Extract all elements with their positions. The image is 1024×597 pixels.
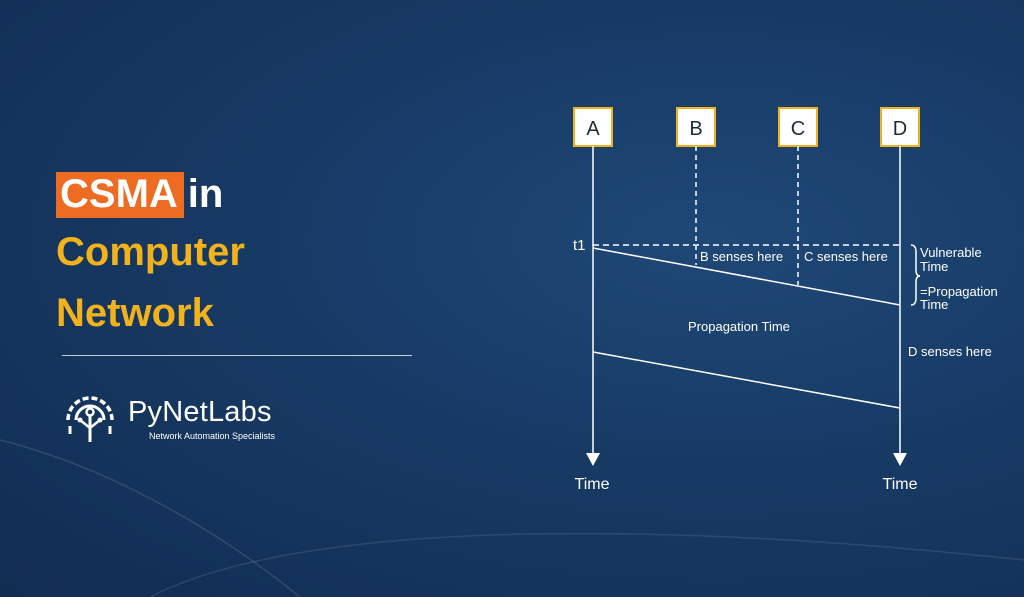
brand-tagline: Network Automation Specialists xyxy=(149,431,276,441)
vulnerable-time-label-line1: Vulnerable xyxy=(920,245,982,260)
propagation-equals-label-line2: Time xyxy=(920,297,948,312)
node-c-label: C xyxy=(791,118,805,140)
node-a-label: A xyxy=(586,118,600,140)
node-d: D xyxy=(880,107,920,147)
vulnerable-time-brace-icon xyxy=(910,244,921,306)
node-b: B xyxy=(676,107,716,147)
background-curve xyxy=(149,532,1024,597)
second-signal-line xyxy=(592,351,901,409)
propagation-equals-label-line1: =Propagation xyxy=(920,284,998,299)
csma-highlight: CSMA xyxy=(56,172,184,218)
background-curve xyxy=(0,439,301,597)
node-c: C xyxy=(778,107,818,147)
node-a: A xyxy=(573,107,613,147)
brand-name: PyNetLabs xyxy=(128,396,272,428)
node-b-label: B xyxy=(689,118,702,140)
title-connector: in xyxy=(187,172,224,216)
t1-label: t1 xyxy=(573,237,586,254)
b-senses-label: B senses here xyxy=(700,249,783,264)
node-d-label: D xyxy=(893,118,907,140)
first-signal-line xyxy=(592,247,901,306)
vulnerable-time-label-line2: Time xyxy=(920,259,948,274)
time-axis-label-right: Time xyxy=(883,476,918,493)
propagation-time-label: Propagation Time xyxy=(688,319,790,334)
time-axis-label-left: Time xyxy=(575,476,610,493)
d-senses-label: D senses here xyxy=(908,344,992,359)
timeline-a-arrow-icon xyxy=(586,453,600,466)
title-divider xyxy=(62,355,412,356)
pynetlabs-logo-icon xyxy=(66,396,114,442)
timeline-d-arrow-icon xyxy=(893,453,907,466)
c-senses-label: C senses here xyxy=(804,249,888,264)
page-title-line-2: Computer xyxy=(56,230,245,274)
page-title-line-3: Network xyxy=(56,291,214,335)
